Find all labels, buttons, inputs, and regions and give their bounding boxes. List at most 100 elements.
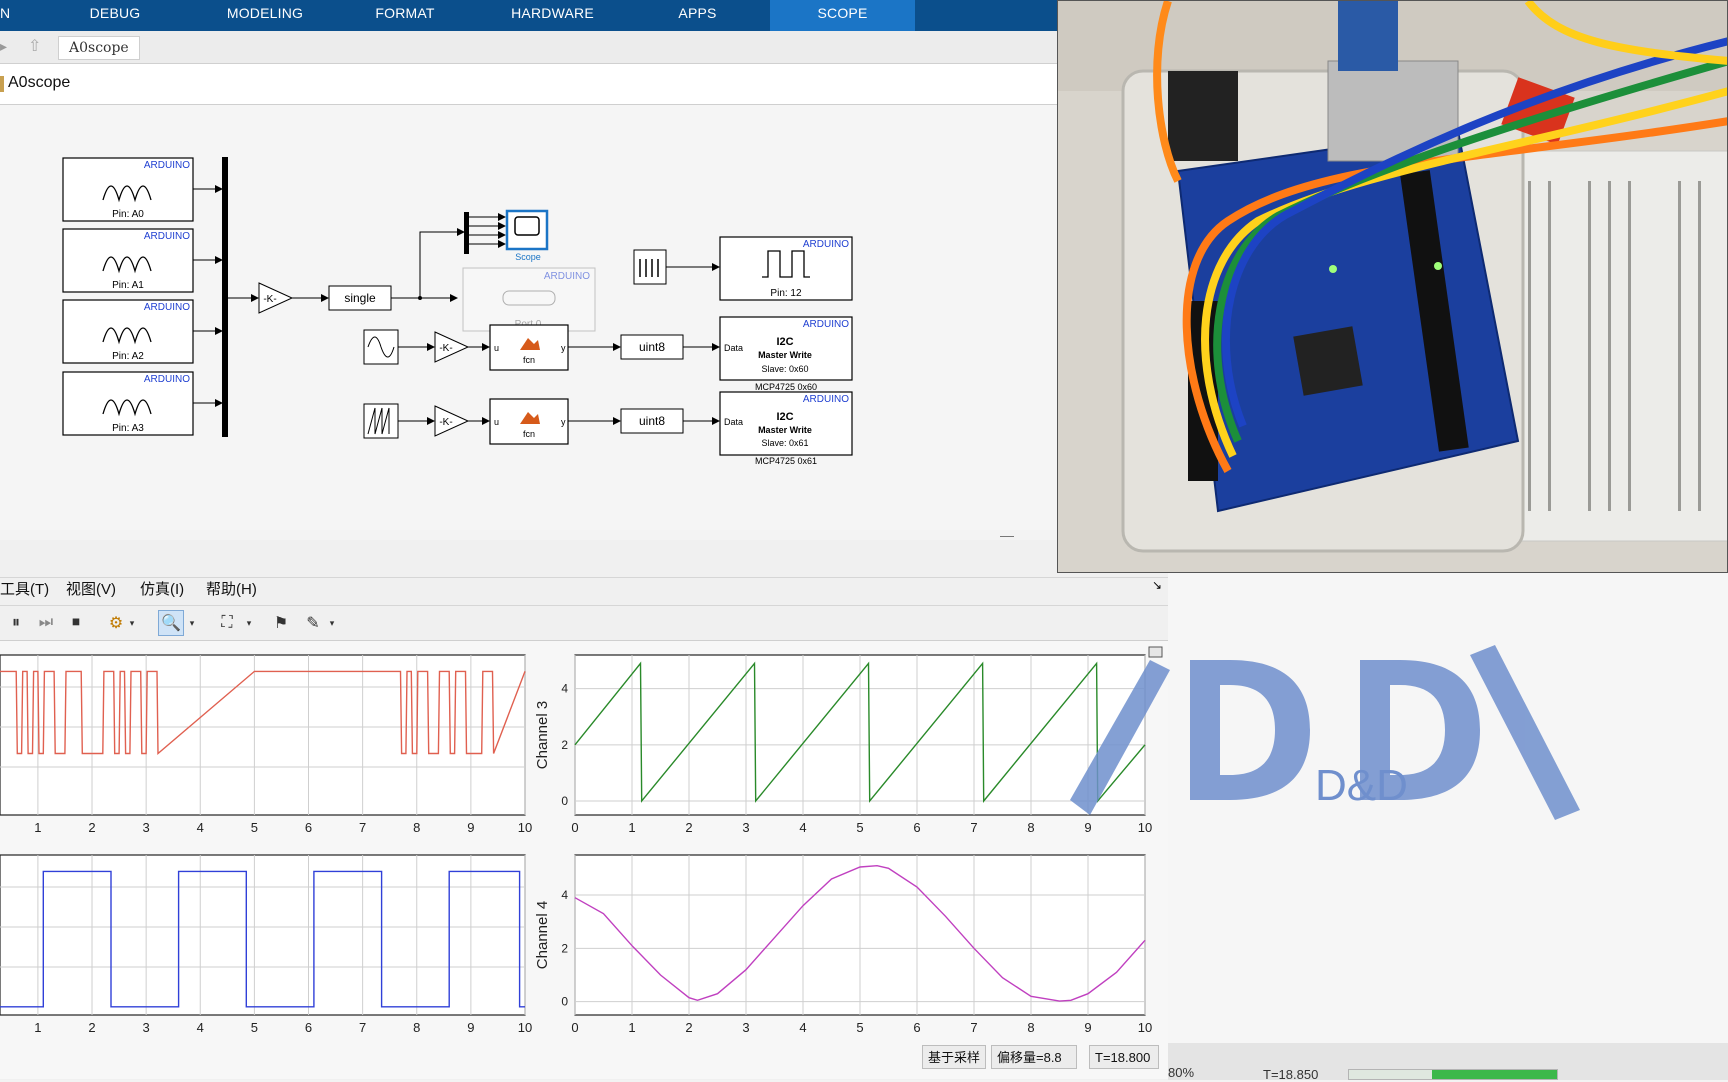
x-tick-label: 9 [1084,820,1091,835]
zoom-in-icon[interactable]: 🔍 [158,610,184,636]
y-tick-label: 2 [561,738,568,752]
menu-simulation[interactable]: 仿真(I) [140,581,185,598]
svg-text:-K-: -K- [439,343,452,354]
uint8-conversion-1[interactable]: uint8 [620,334,684,360]
analog-input-a1[interactable]: ARDUINO Pin: A1 [62,228,194,293]
x-tick-label: 6 [305,820,312,835]
svg-text:y: y [561,417,566,427]
up-folder-icon[interactable]: ⇧ [28,38,42,55]
stop-icon[interactable]: ⏹ [71,614,80,631]
sawtooth-icon [367,407,390,435]
dropdown-icon[interactable]: ▾ [129,617,135,628]
svg-text:MCP4725 0x60: MCP4725 0x60 [755,382,817,392]
webcam-video [1057,0,1728,573]
step-forward-icon[interactable]: ⏭ [38,614,54,631]
scope-mux[interactable] [464,212,469,254]
gain-block-3[interactable]: -K- [434,405,470,437]
highlight-simulink-icon[interactable]: ⚙ [108,615,124,632]
tab-apps[interactable]: APPS [678,5,717,21]
serial-connector-icon [502,290,556,306]
model-tab-row: A0scope [0,64,1058,105]
tab-simulation[interactable]: N [0,5,11,21]
arduino-label: ARDUINO [144,302,190,313]
forward-arrow-icon[interactable]: ▸ [0,38,8,54]
x-tick-label: 5 [251,820,258,835]
block-diagram: ARDUINO Pin: A0 ARDUINO Pin: A1 ARDUINO … [62,157,853,466]
model-title[interactable]: A0scope [8,74,71,91]
analog-input-a2[interactable]: ARDUINO Pin: A2 [62,299,194,364]
bottom-status-strip: 80% T=18.850 [1168,1043,1728,1082]
x-tick-label: 6 [913,820,920,835]
triggers-icon[interactable]: ⚑ [273,615,289,632]
arduino-label: ARDUINO [144,374,190,385]
autoscale-icon[interactable]: ⛶ [221,614,233,631]
pulse-generator-block[interactable] [633,249,667,285]
gain-block-2[interactable]: -K- [434,331,470,363]
gain-block[interactable]: -K- [258,282,294,314]
tab-scope[interactable]: SCOPE [770,0,915,31]
measure-dropdown-icon[interactable]: ▾ [329,617,335,628]
svg-text:Data: Data [724,417,743,427]
matlab-function-block-2[interactable]: u y fcn [489,398,569,445]
tab-hardware[interactable]: HARDWARE [511,5,594,21]
sawtooth-source[interactable] [363,403,399,439]
matlab-function-block-1[interactable]: u y fcn [489,324,569,371]
simulink-canvas[interactable]: ARDUINO Pin: A0 ARDUINO Pin: A1 ARDUINO … [0,105,1058,530]
y-axis-label: Channel 3 [534,701,551,769]
y-tick-label: 4 [561,888,568,902]
pin-label: Pin: A3 [112,423,144,434]
breadcrumb[interactable]: A0scope [58,36,140,60]
analog-input-a3[interactable]: ARDUINO Pin: A3 [62,371,194,436]
sine-wave-icon [102,399,152,417]
autoscale-dropdown-icon[interactable]: ▾ [246,617,252,628]
x-tick-label: 2 [88,820,95,835]
serial-transmit-block[interactable]: ARDUINO Port 0 [462,267,596,332]
digital-output-pin12[interactable]: ARDUINO Pin: 12 [719,236,853,301]
x-tick-label: 9 [1084,1020,1091,1035]
pin-label: Pin: A2 [112,351,144,362]
measurements-icon[interactable]: ✎ [306,615,320,632]
undock-icon[interactable]: ↘ [1152,578,1163,592]
svg-text:uint8: uint8 [639,414,665,428]
svg-text:MCP4725 0x61: MCP4725 0x61 [755,456,817,466]
svg-text:single: single [344,291,376,305]
x-tick-label: 3 [143,1020,150,1035]
arduino-label: ARDUINO [144,160,190,171]
svg-text:Slave: 0x60: Slave: 0x60 [761,364,808,374]
analog-input-a0[interactable]: ARDUINO Pin: A0 [62,157,194,222]
sine-wave-icon [102,327,152,345]
tab-debug[interactable]: DEBUG [89,5,141,21]
menu-view[interactable]: 视图(V) [66,581,116,598]
uint8-conversion-2[interactable]: uint8 [620,408,684,434]
y-tick-label: 2 [561,941,568,955]
sine-wave-icon [102,185,152,203]
pause-icon[interactable]: ⏸ [11,614,20,631]
y-tick-label: 4 [561,682,568,696]
svg-text:fcn: fcn [523,429,535,439]
menu-tools[interactable]: 工具(T) [0,581,50,598]
progress-fill [1432,1070,1557,1079]
matlab-logo-icon [520,338,540,350]
i2c-write-0x60[interactable]: ARDUINO Data I2C Master Write Slave: 0x6… [719,316,853,392]
tab-format[interactable]: FORMAT [375,5,435,21]
svg-text:Master Write: Master Write [758,350,812,360]
x-tick-label: 9 [467,820,474,835]
minimize-icon[interactable] [1000,536,1014,537]
tab-modeling[interactable]: MODELING [226,5,304,21]
axes-settings-icon[interactable] [1148,646,1163,658]
scope-block[interactable]: Scope [505,209,549,262]
x-tick-label: 5 [856,820,863,835]
scope-toolbar: ⏸ ⏭ ⏹ ⚙ ▾ 🔍 ▾ ⛶ ▾ ⚑ ✎ ▾ [0,608,1168,638]
zoom-dropdown-icon[interactable]: ▾ [189,617,195,628]
i2c-write-0x61[interactable]: ARDUINO Data I2C Master Write Slave: 0x6… [719,391,853,466]
svg-text:Pin: 12: Pin: 12 [770,288,802,299]
data-type-conversion-single[interactable]: single [328,285,392,311]
sine-wave-source[interactable] [363,329,399,365]
menu-help[interactable]: 帮助(H) [206,581,257,598]
mux-block[interactable] [222,157,228,437]
